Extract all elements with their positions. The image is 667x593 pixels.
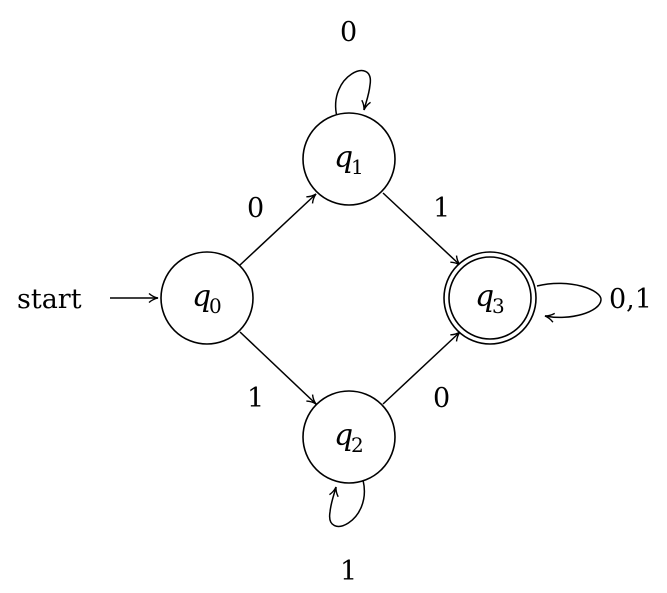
label-q2-q3: 0 <box>433 383 450 414</box>
state-q3: q 3 <box>443 251 537 345</box>
label-q3-loop: 0,1 <box>609 284 652 315</box>
label-q1-loop: 0 <box>340 17 357 48</box>
edge-q0-q1 <box>239 193 317 266</box>
label-q2-loop: 1 <box>340 556 357 587</box>
loop-q2 <box>329 479 366 528</box>
svg-text:2: 2 <box>351 433 364 457</box>
start-label: start <box>17 284 82 315</box>
label-q0-q2: 1 <box>247 383 264 414</box>
label-q1-q3: 1 <box>433 193 450 224</box>
svg-text:q: q <box>475 279 494 314</box>
svg-text:0: 0 <box>209 294 222 318</box>
state-q2: q 2 <box>302 390 396 484</box>
svg-text:1: 1 <box>351 155 364 179</box>
state-q1: q 1 <box>302 112 396 206</box>
edge-q0-q2 <box>239 331 317 405</box>
loop-q1 <box>334 69 371 118</box>
accepting-ring <box>448 256 532 340</box>
state-q0: q 0 <box>160 251 254 345</box>
svg-text:q: q <box>334 418 353 453</box>
label-q0-q1: 0 <box>247 193 264 224</box>
loop-q3 <box>536 282 602 323</box>
svg-text:q: q <box>192 279 211 314</box>
edge-q2-q3 <box>382 331 461 405</box>
svg-text:3: 3 <box>492 294 505 318</box>
svg-text:q: q <box>334 140 353 175</box>
edge-q1-q3 <box>382 192 461 266</box>
